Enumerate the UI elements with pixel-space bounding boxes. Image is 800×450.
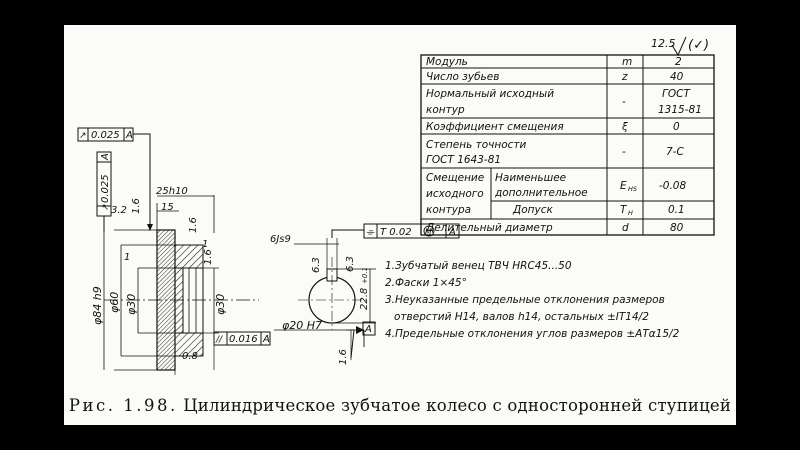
row-accuracy-symbol: - [622, 146, 626, 158]
keyway-depth-tol: +0.1 [361, 267, 369, 284]
keyway-view: 6Js9 ⌯ T 0.02 M A 6.3 6.3 22.8 +0.1 φ20 … [270, 223, 460, 365]
keyway-datum: A [448, 227, 456, 238]
rim-width-dim: 15 [161, 202, 174, 213]
roughness-sign: 12.5 (✓) [651, 36, 709, 57]
row-accuracy-name-1: Степень точности [426, 139, 527, 151]
row-offset-group-3: контура [426, 204, 471, 216]
row-contour-value-1: ГОСТ [662, 88, 691, 100]
note-4: 4.Предельные отклонения углов размеров ±… [385, 328, 680, 340]
row-offset-name-2: дополнительное [494, 187, 588, 199]
caption-label: Рис. 1.98. [68, 396, 178, 415]
svg-text:0.025: 0.025 [91, 130, 120, 141]
bore-diameter-dim: φ30 [125, 294, 138, 315]
row-tolerance-name: Допуск [512, 204, 553, 216]
technical-drawing: 12.5 (✓) Модуль m 2 Число зубьев z 40 Но… [77, 36, 715, 375]
keyway-depth-dim: 22.8 [359, 288, 370, 310]
row-offset-symbol: E [620, 180, 627, 192]
parallelism-symbol: // [215, 335, 223, 345]
symmetry-symbol: ⌯ [366, 227, 375, 238]
row-offset-group-2: исходного [426, 188, 484, 200]
row-teeth-name: Число зубьев [426, 71, 499, 83]
roughness-other: (✓) [688, 38, 709, 53]
technical-notes: 1.Зубчатый венец ТВЧ HRC45...50 2.Фаски … [385, 260, 680, 340]
tolerance-frame-top: ↗ 0.025 A [77, 127, 153, 231]
keyway-tolerance-value: T 0.02 [380, 227, 412, 238]
row-offset-symbol-sub: HS [628, 185, 637, 193]
keyway-width-dim: 6Js9 [270, 234, 291, 245]
row-shift-symbol: ξ [621, 121, 628, 133]
chamfer-mark-1: 1 [202, 239, 208, 250]
row-accuracy-value: 7-С [666, 146, 684, 158]
row-pitch-name: Делительный диаметр [425, 222, 553, 234]
svg-text:0.025: 0.025 [100, 174, 111, 203]
row-tolerance-symbol-sub: H [628, 209, 633, 217]
parameters-table: Модуль m 2 Число зубьев z 40 Нормальный … [420, 54, 715, 236]
row-modul-value: 2 [675, 56, 682, 68]
mmc-modifier: M [425, 228, 432, 237]
row-contour-value-2: 1315-81 [658, 104, 702, 116]
parallelism-value: 0.016 [229, 334, 258, 345]
note-1: 1.Зубчатый венец ТВЧ HRC45...50 [385, 260, 572, 272]
datum-a-label: A [364, 324, 372, 335]
row-offset-name-1: Наименьшее [495, 172, 566, 184]
outer-diameter-dim: φ84 h9 [91, 286, 104, 325]
row-teeth-symbol: z [621, 71, 628, 83]
row-offset-group-1: Смещение [426, 172, 484, 184]
parallelism-datum: A [262, 334, 270, 345]
row-tolerance-symbol: T [620, 204, 628, 216]
svg-text:A: A [100, 153, 111, 161]
roughness-rim-dim: 1.6 [188, 217, 199, 233]
row-shift-name: Коэффициент смещения [426, 121, 564, 133]
row-contour-name-2: контур [426, 104, 465, 116]
figure-caption: Рис. 1.98. Цилиндрическое зубчатое колес… [64, 396, 736, 415]
note-2: 2.Фаски 1×45° [385, 277, 467, 289]
roughness-top-dim: 1.6 [131, 198, 142, 214]
row-offset-value: -0.08 [659, 180, 686, 192]
bottom-roughness-dim: 0.8 [182, 351, 198, 362]
bore-diameter-right-dim: φ30 [214, 294, 227, 315]
svg-text:↗: ↗ [101, 203, 111, 211]
row-tolerance-value: 0.1 [668, 204, 685, 216]
key-roughness-1: 6.3 [311, 257, 322, 273]
caption-text: Цилиндрическое зубчатое колесо с односто… [183, 396, 732, 415]
hub-diameter-dim: φ60 [108, 292, 121, 313]
svg-text:A: A [125, 130, 133, 141]
row-contour-name-1: Нормальный исходный [426, 88, 554, 100]
bore-roughness-dim: 1.6 [338, 349, 349, 365]
bore-fit-dim: φ20 H7 [282, 319, 322, 332]
note-3-cont: отверстий H14, валов h14, остальных ±IT1… [394, 311, 649, 323]
roughness-value: 12.5 [651, 37, 676, 50]
hub-length-dim: 25h10 [156, 186, 188, 197]
row-accuracy-name-2: ГОСТ 1643-81 [426, 154, 501, 166]
row-shift-value: 0 [673, 121, 680, 133]
roughness-face-dim: 1.6 [203, 249, 214, 265]
row-pitch-symbol: d [622, 222, 629, 234]
note-3: 3.Неуказанные предельные отклонения разм… [385, 294, 665, 306]
gear-section: φ84 h9 φ60 φ30 φ30 0.8 // 0.016 A [91, 229, 271, 375]
rim-offset-dim: 3.2 [111, 205, 127, 216]
row-pitch-value: 80 [670, 222, 684, 234]
top-dimensions: 25h10 15 3.2 1.6 1.6 1.6 1 1 [111, 186, 215, 265]
row-teeth-value: 40 [670, 71, 684, 83]
row-modul-symbol: m [622, 56, 632, 68]
key-roughness-2: 6.3 [345, 256, 356, 272]
row-modul-name: Модуль [426, 56, 468, 68]
svg-text:↗: ↗ [79, 131, 87, 141]
drawing-sheet: 12.5 (✓) Модуль m 2 Число зубьев z 40 Но… [64, 25, 736, 425]
tolerance-frame-vertical: ↗ 0.025 A [96, 151, 112, 232]
chamfer-mark-2: 1 [124, 252, 130, 263]
row-contour-symbol: - [622, 96, 626, 108]
